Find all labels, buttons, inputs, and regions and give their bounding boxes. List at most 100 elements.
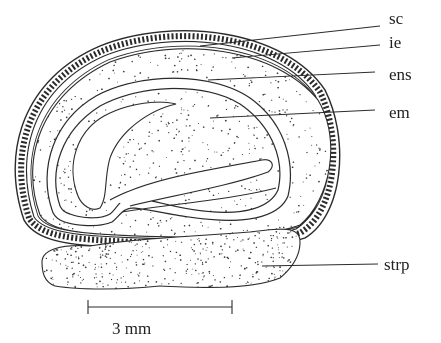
stipple-dot xyxy=(236,204,237,205)
stipple-dot xyxy=(208,286,209,287)
stipple-dot xyxy=(47,51,49,53)
stipple-dot xyxy=(255,286,257,288)
stipple-dot xyxy=(117,82,118,83)
stipple-dot xyxy=(166,220,168,222)
stipple-dot xyxy=(181,242,182,243)
stipple-dot xyxy=(188,199,189,200)
stipple-dot xyxy=(120,291,121,292)
stipple-dot xyxy=(181,58,182,59)
stipple-dot xyxy=(293,125,294,126)
stipple-dot xyxy=(235,105,237,107)
stipple-dot xyxy=(100,257,102,259)
stipple-dot xyxy=(100,50,101,51)
stipple-dot xyxy=(236,136,238,138)
stipple-dot xyxy=(185,92,186,93)
stipple-dot xyxy=(207,144,208,145)
stipple-dot xyxy=(176,172,178,174)
stipple-dot xyxy=(46,44,47,45)
stipple-dot xyxy=(26,241,27,242)
stipple-dot xyxy=(113,274,114,275)
stipple-dot xyxy=(277,238,278,239)
stipple-dot xyxy=(191,247,192,248)
stipple-dot xyxy=(130,272,132,274)
stipple-dot xyxy=(293,161,295,163)
stipple-dot xyxy=(277,281,278,282)
stipple-dot xyxy=(106,263,107,264)
stipple-dot xyxy=(266,267,267,268)
stipple-dot xyxy=(265,75,267,77)
stipple-dot xyxy=(249,149,250,150)
stipple-dot xyxy=(45,191,46,192)
stipple-dot xyxy=(116,267,117,268)
stipple-dot xyxy=(180,52,181,53)
stipple-dot xyxy=(135,80,136,81)
stipple-dot xyxy=(298,288,299,289)
stipple-dot xyxy=(301,271,302,272)
stipple-dot xyxy=(25,92,27,94)
stipple-dot xyxy=(264,94,265,95)
stipple-dot xyxy=(177,289,178,290)
stipple-dot xyxy=(282,271,283,272)
stipple-dot xyxy=(219,281,221,283)
stipple-dot xyxy=(71,201,72,202)
stipple-dot xyxy=(192,249,193,250)
stipple-dot xyxy=(313,190,314,191)
stipple-dot xyxy=(222,57,223,58)
stipple-dot xyxy=(143,259,144,260)
stipple-dot xyxy=(39,181,41,183)
stipple-dot xyxy=(85,267,87,269)
stipple-dot xyxy=(206,44,207,45)
stipple-dot xyxy=(307,221,308,222)
stipple-dot xyxy=(300,196,301,197)
stipple-dot xyxy=(141,147,142,148)
stipple-dot xyxy=(135,245,136,246)
stipple-dot xyxy=(279,266,281,268)
stipple-dot xyxy=(256,247,257,248)
stipple-dot xyxy=(273,267,274,268)
stipple-dot xyxy=(286,115,287,116)
stipple-dot xyxy=(19,139,20,140)
stipple-dot xyxy=(65,85,67,87)
stipple-dot xyxy=(126,215,127,216)
stipple-dot xyxy=(45,62,46,63)
stipple-dot xyxy=(195,270,197,272)
stipple-dot xyxy=(80,98,82,100)
stipple-dot xyxy=(289,232,290,233)
stipple-dot xyxy=(38,142,39,143)
stipple-dot xyxy=(115,252,116,253)
stipple-dot xyxy=(316,144,317,145)
stipple-dot xyxy=(134,76,135,77)
stipple-dot xyxy=(254,148,256,150)
stipple-dot xyxy=(202,262,203,263)
stipple-dot xyxy=(263,254,264,255)
stipple-dot xyxy=(218,193,219,194)
stipple-dot xyxy=(92,210,93,211)
stipple-dot xyxy=(75,96,76,97)
stipple-dot xyxy=(114,73,115,74)
stipple-dot xyxy=(121,175,122,176)
stipple-dot xyxy=(135,96,136,97)
stipple-dot xyxy=(114,233,115,234)
stipple-dot xyxy=(104,202,106,204)
stipple-dot xyxy=(259,238,260,239)
stipple-dot xyxy=(210,285,212,287)
stipple-dot xyxy=(181,109,182,110)
stipple-dot xyxy=(272,253,273,254)
stipple-dot xyxy=(34,53,36,55)
stipple-dot xyxy=(130,226,131,227)
stipple-dot xyxy=(49,240,50,241)
stipple-dot xyxy=(71,247,73,249)
stipple-dot xyxy=(131,254,132,255)
stipple-dot xyxy=(98,266,99,267)
stipple-dot xyxy=(180,99,181,100)
stipple-dot xyxy=(102,276,104,278)
stipple-dot xyxy=(25,77,26,78)
stipple-dot xyxy=(229,129,231,131)
stipple-dot xyxy=(287,260,289,262)
stipple-dot xyxy=(187,69,189,71)
stipple-dot xyxy=(61,183,62,184)
stipple-dot xyxy=(187,269,188,270)
stipple-dot xyxy=(202,273,203,274)
stipple-dot xyxy=(188,150,189,151)
stipple-dot xyxy=(195,253,196,254)
